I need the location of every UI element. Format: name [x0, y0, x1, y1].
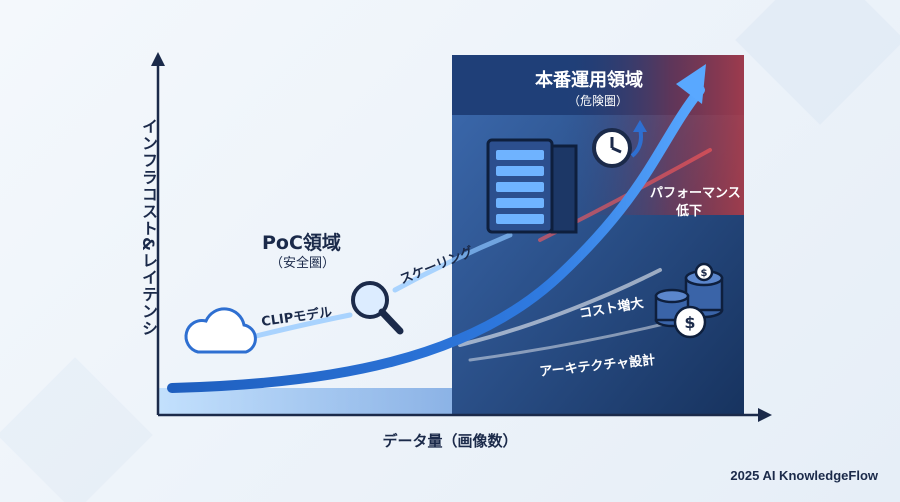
cloud-icon — [184, 307, 257, 354]
svg-text:$: $ — [701, 268, 708, 279]
poc-floor-band — [158, 388, 452, 415]
growth-curve — [167, 85, 705, 393]
poc-zone-subtitle: （安全圏） — [270, 256, 336, 271]
performance-label: パフォーマンス — [650, 186, 741, 201]
magnifier-icon — [351, 281, 404, 335]
growth-curve-arrowhead — [676, 64, 706, 104]
production-zone-subtitle: （危険圏） — [568, 94, 629, 108]
clock-icon — [592, 120, 647, 168]
y-axis-arrowhead — [151, 52, 165, 66]
x-axis-arrowhead — [758, 408, 772, 422]
y-axis-label: インフラコスト&レイテンシ — [139, 118, 158, 337]
degradation-label: 低下 — [676, 204, 703, 219]
axes — [156, 62, 762, 417]
poc-zone-title: PoC領域 — [262, 232, 341, 254]
danger-glow — [560, 55, 744, 215]
x-axis-label: データ量（画像数） — [382, 432, 518, 450]
production-zone-title: 本番運用領域 — [535, 70, 643, 91]
svg-text:$: $ — [684, 313, 695, 332]
brand-credit: 2025 AI KnowledgeFlow — [730, 468, 878, 483]
coin-stack-icon: $ $ — [654, 262, 724, 339]
server-icon — [486, 138, 578, 234]
